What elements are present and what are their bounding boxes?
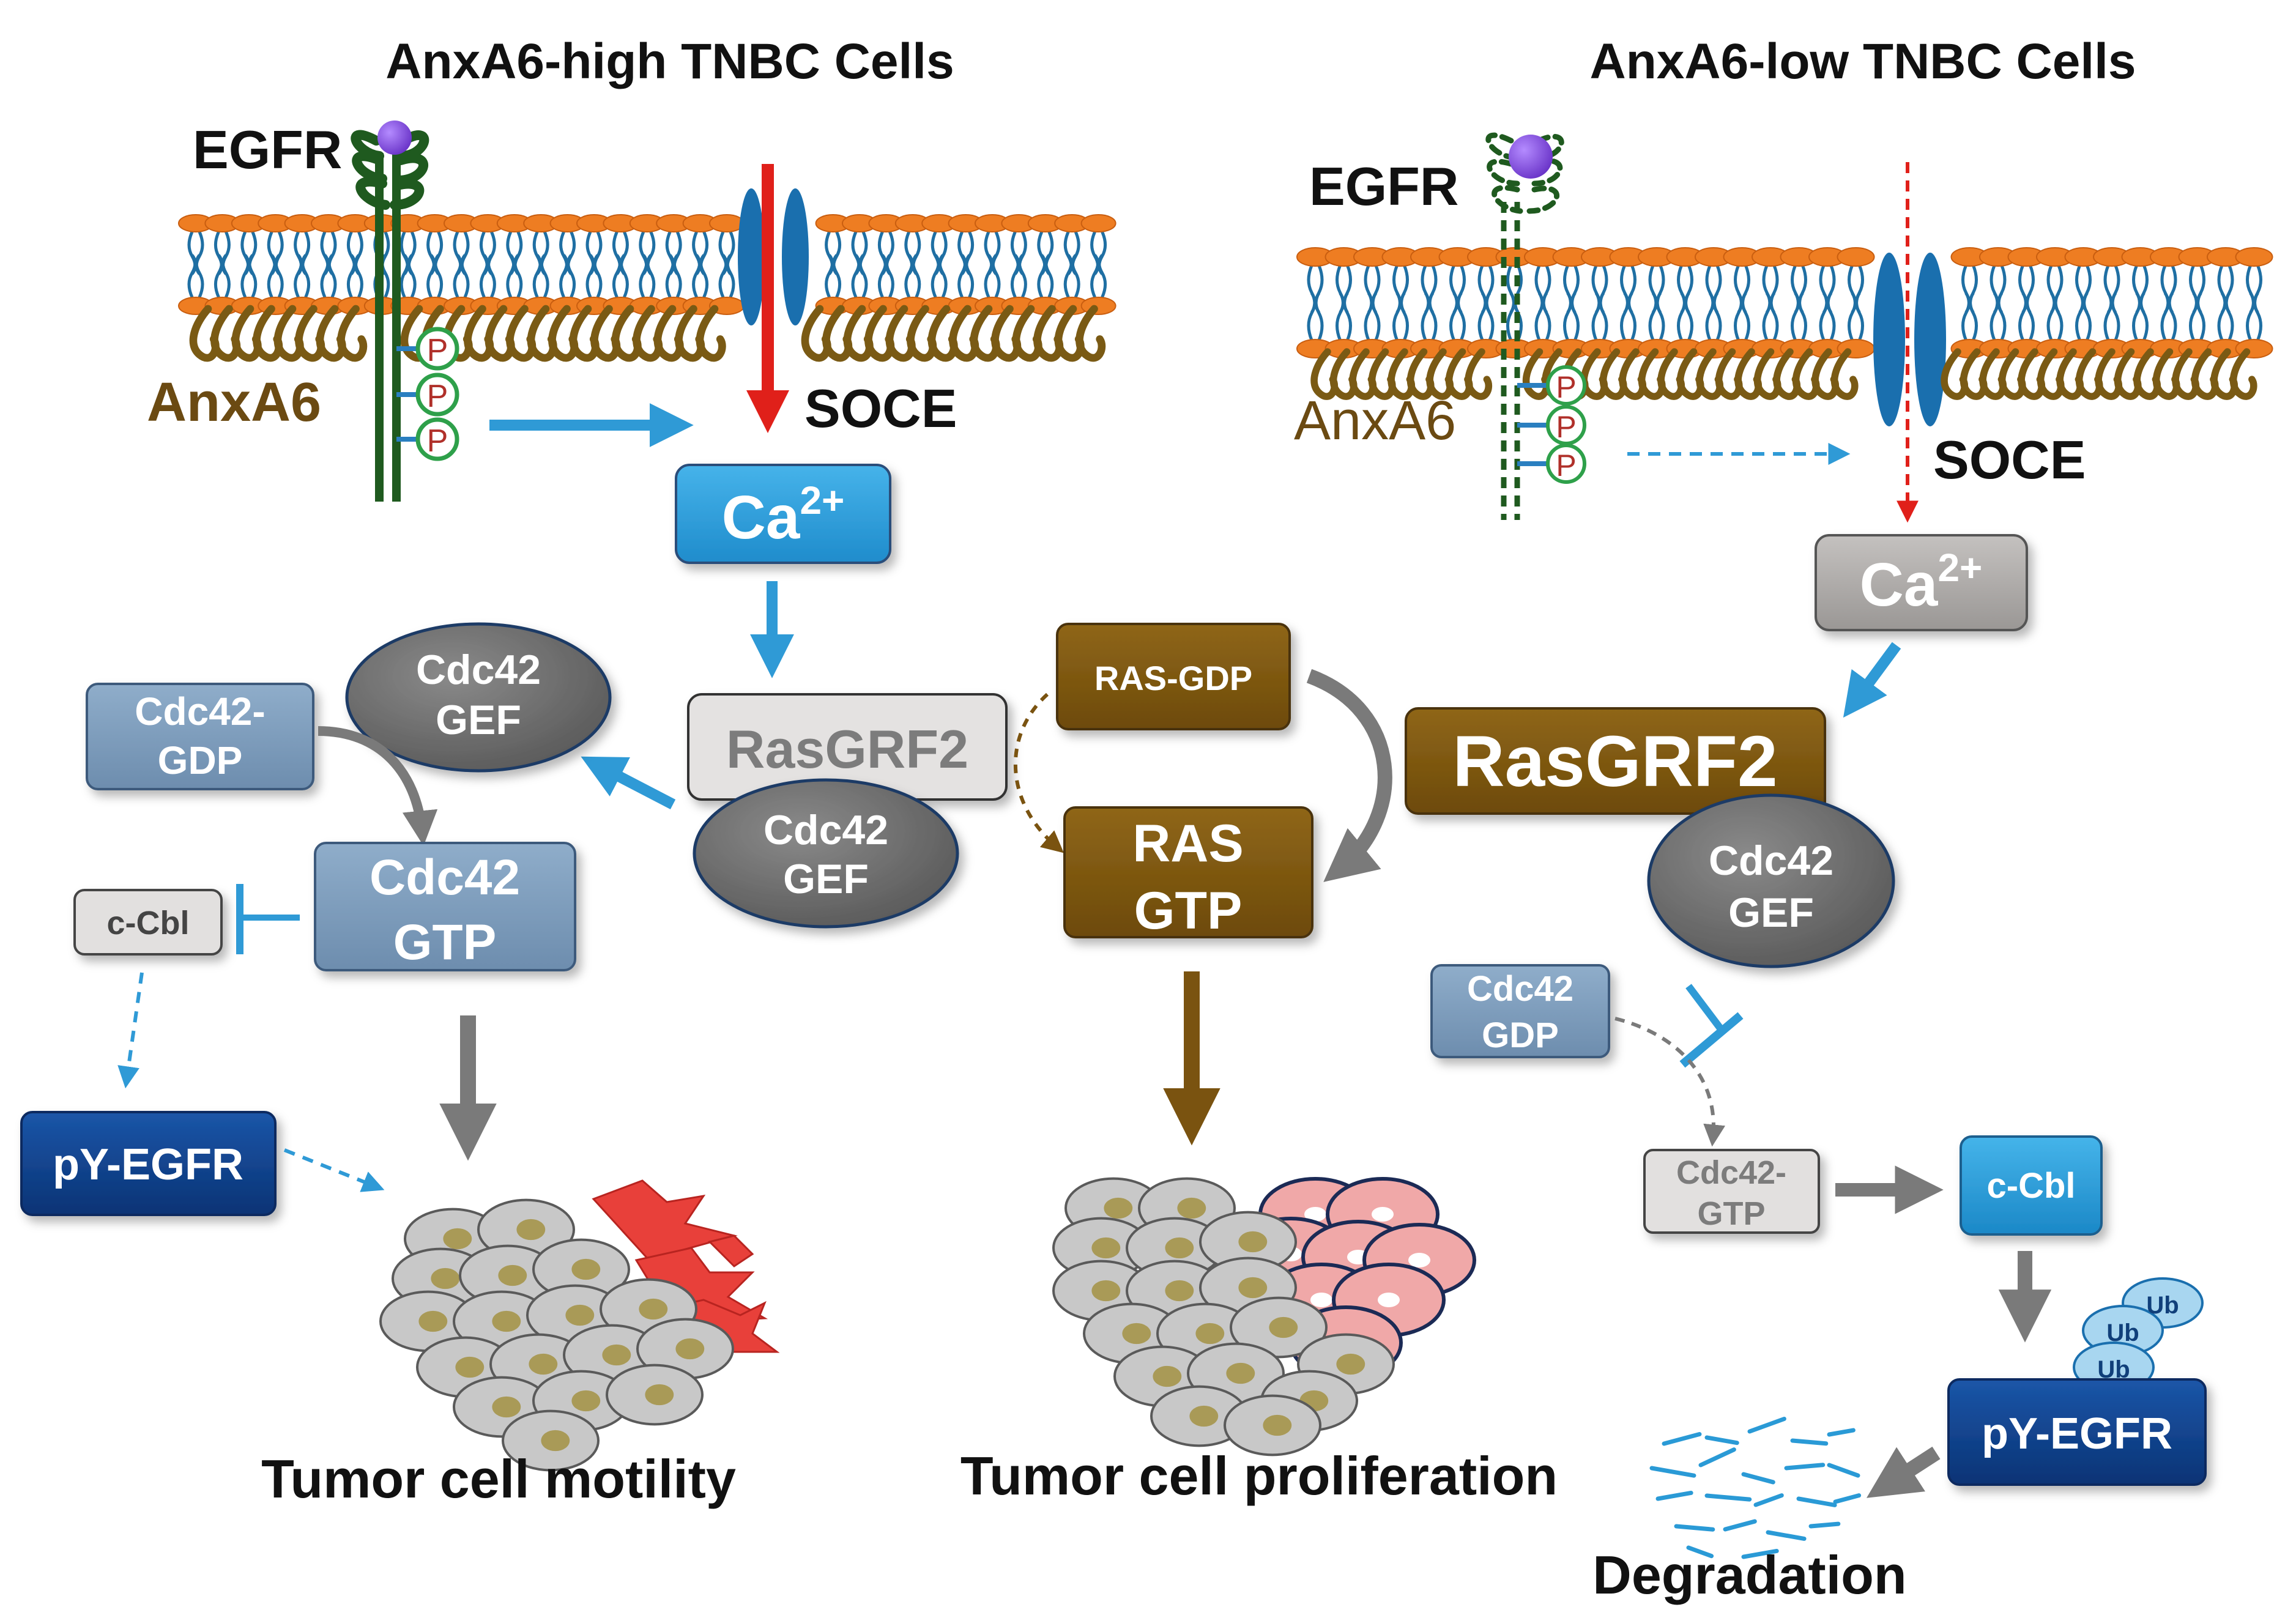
svg-text:GTP: GTP bbox=[1697, 1195, 1765, 1232]
outcome-motility: Tumor cell motility bbox=[261, 1449, 736, 1509]
arrow-pyegfr-to-motility bbox=[283, 1148, 385, 1192]
cdc42-gef-top-left bbox=[345, 622, 612, 773]
cdc42-gef-left bbox=[693, 778, 959, 929]
svg-text:RAS-GDP: RAS-GDP bbox=[1094, 659, 1252, 697]
soce-label-right: SOCE bbox=[1933, 429, 2086, 490]
calcium-label-right: Ca2+ bbox=[1860, 546, 1983, 619]
soce-channel-left bbox=[738, 188, 809, 325]
ccbl-box-left bbox=[73, 889, 223, 956]
svg-text:c-Cbl: c-Cbl bbox=[107, 905, 190, 941]
degradation-fragments bbox=[1649, 1416, 1862, 1559]
svg-text:RAS: RAS bbox=[1132, 814, 1244, 873]
arrow-rasgdp-dashed bbox=[1014, 692, 1064, 853]
plasma-membrane-left bbox=[178, 214, 1116, 315]
rasgrf2-label-left: RasGRF2 bbox=[726, 719, 968, 779]
anxa6-label-left: AnxA6 bbox=[147, 372, 321, 433]
ubiquitin-chain: Ub Ub Ub bbox=[2073, 1277, 2204, 1393]
outcome-degradation: Degradation bbox=[1592, 1545, 1906, 1605]
svg-text:P: P bbox=[427, 423, 448, 459]
ccbl-box-right bbox=[1960, 1135, 2103, 1236]
calcium-box-left bbox=[675, 464, 891, 564]
arrow-rasgrf2-to-cdc42-left bbox=[581, 756, 676, 809]
svg-text:Cdc42: Cdc42 bbox=[370, 850, 520, 905]
svg-text:GTP: GTP bbox=[393, 915, 497, 970]
arrow-gdp-to-gtp-right bbox=[1614, 1017, 1726, 1147]
arrow-pyegfr-to-degradation bbox=[1866, 1446, 1941, 1498]
cdc42-gdp-box-right bbox=[1430, 964, 1610, 1058]
soce-label-left: SOCE bbox=[804, 378, 957, 439]
svg-text:GEF: GEF bbox=[783, 856, 869, 902]
anxa6-label-right: AnxA6 bbox=[1294, 390, 1456, 451]
calcium-label-left: Ca2+ bbox=[722, 478, 845, 552]
inhibition-cdc42-ccbl-left bbox=[236, 884, 300, 954]
egfr-ligand-left bbox=[377, 121, 412, 155]
svg-text:c-Cbl: c-Cbl bbox=[1987, 1166, 2076, 1206]
outcome-proliferation: Tumor cell proliferation bbox=[960, 1445, 1558, 1506]
svg-text:Ub: Ub bbox=[2146, 1292, 2179, 1319]
svg-text:GDP: GDP bbox=[158, 738, 243, 782]
svg-text:GTP: GTP bbox=[1134, 881, 1243, 940]
inhibition-gef-right bbox=[1679, 984, 1744, 1068]
svg-text:P: P bbox=[427, 333, 448, 368]
arrow-gdp-to-gtp-left bbox=[318, 726, 438, 846]
plasma-membrane-right bbox=[1296, 247, 2273, 358]
svg-text:pY-EGFR: pY-EGFR bbox=[53, 1140, 243, 1189]
egfr-label-left: EGFR bbox=[193, 119, 342, 180]
svg-text:P: P bbox=[1556, 448, 1576, 483]
arrow-ca-to-rasgrf2-right bbox=[1843, 642, 1901, 718]
cdc42-gef-right bbox=[1647, 793, 1895, 968]
phospho-group-left: P P P bbox=[396, 327, 459, 461]
svg-text:Cdc42: Cdc42 bbox=[1709, 837, 1833, 884]
svg-text:Cdc42-: Cdc42- bbox=[1676, 1154, 1786, 1191]
rasgrf2-box-right bbox=[1405, 707, 1826, 815]
svg-text:GEF: GEF bbox=[1728, 889, 1814, 936]
svg-text:P: P bbox=[427, 379, 448, 414]
ras-gdp-box bbox=[1056, 623, 1291, 730]
title-anxa6-low: AnxA6-low TNBC Cells bbox=[1590, 34, 2136, 89]
arrow-ccbl-to-pyegfr-left bbox=[117, 972, 144, 1089]
ras-gtp-box bbox=[1063, 806, 1313, 938]
egfr-receptor-left bbox=[351, 121, 429, 502]
svg-text:P: P bbox=[1556, 410, 1576, 444]
tumor-cell-cluster-proliferation bbox=[1052, 1177, 1476, 1457]
anxa6-protein-left bbox=[189, 305, 1106, 362]
cdc42-gdp-box-left bbox=[86, 683, 314, 790]
svg-text:Cdc42: Cdc42 bbox=[1467, 969, 1573, 1009]
svg-text:Cdc42: Cdc42 bbox=[763, 807, 888, 853]
tumor-cell-cluster-motility bbox=[379, 1179, 780, 1472]
egfr-label-right: EGFR bbox=[1309, 156, 1458, 217]
rasgrf2-label-right: RasGRF2 bbox=[1452, 721, 1777, 802]
calcium-box-right bbox=[1815, 534, 2028, 631]
svg-text:GDP: GDP bbox=[1482, 1015, 1559, 1055]
phospho-group-right: P P P bbox=[1517, 365, 1586, 484]
svg-text:GEF: GEF bbox=[436, 697, 521, 743]
title-anxa6-high: AnxA6-high TNBC Cells bbox=[385, 34, 954, 89]
svg-text:Ub: Ub bbox=[2106, 1319, 2139, 1346]
svg-text:pY-EGFR: pY-EGFR bbox=[1982, 1409, 2172, 1458]
py-egfr-box-left bbox=[20, 1111, 277, 1216]
anxa6-protein-right bbox=[1310, 348, 2257, 400]
py-egfr-box-right bbox=[1947, 1378, 2207, 1486]
svg-text:P: P bbox=[1556, 370, 1576, 404]
cdc42-gtp-box-right bbox=[1643, 1149, 1820, 1234]
soce-channel-right bbox=[1873, 253, 1946, 426]
svg-text:Cdc42: Cdc42 bbox=[416, 647, 541, 693]
cdc42-gtp-box-left bbox=[314, 842, 576, 971]
svg-text:Cdc42-: Cdc42- bbox=[135, 689, 265, 733]
arrow-rasgdp-to-rasgtp bbox=[1306, 669, 1392, 882]
egfr-receptor-right bbox=[1485, 132, 1564, 520]
